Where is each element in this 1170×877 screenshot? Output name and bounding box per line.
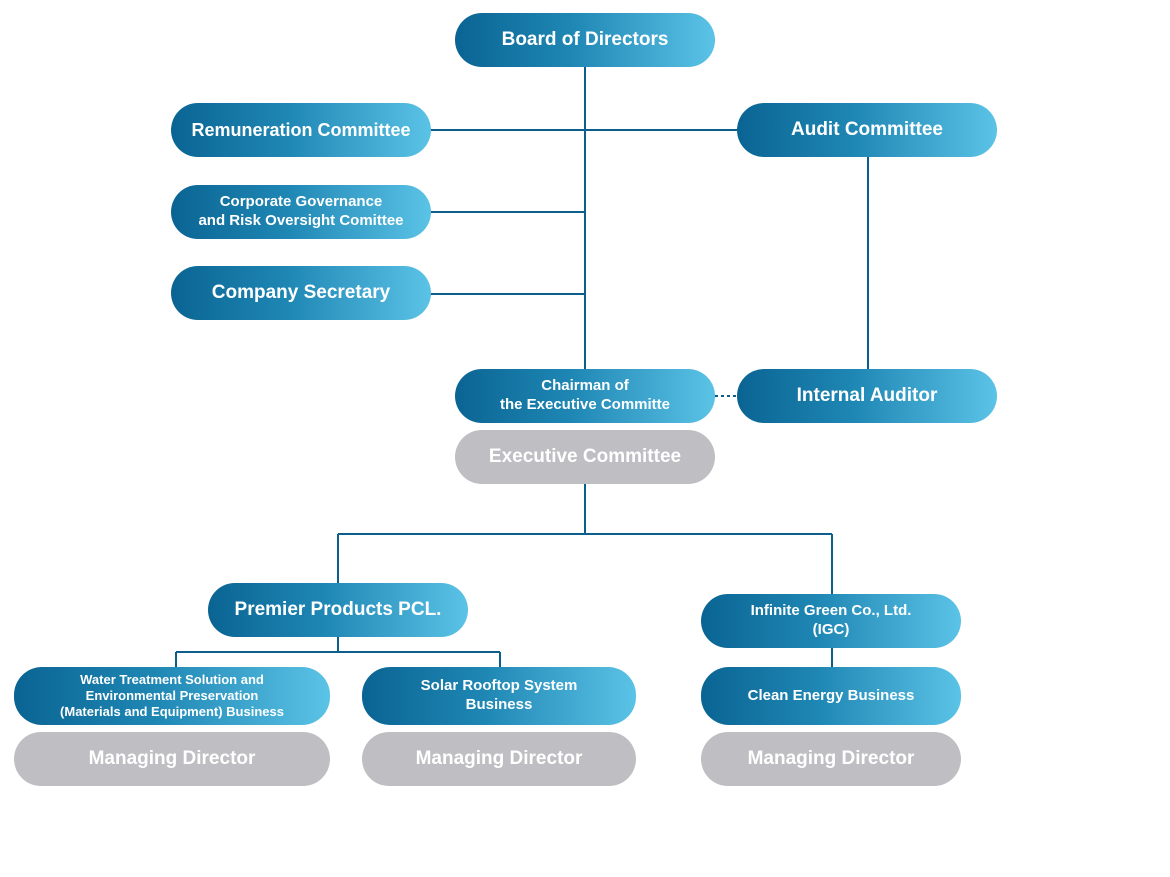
chairman-exec-label: Chairman of the Executive Committe: [499, 377, 671, 413]
managing-director-water-box: Managing Director: [14, 732, 330, 786]
executive-committee-box: Executive Committee: [455, 430, 715, 484]
infinite-green-box: Infinite Green Co., Ltd. (IGC): [701, 594, 961, 648]
clean-energy-box: Clean Energy Business: [701, 667, 961, 725]
audit-committee-box: Audit Committee: [737, 103, 997, 157]
premier-products-box: Premier Products PCL.: [208, 583, 468, 637]
solar-rooftop-box: Solar Rooftop System Business: [362, 667, 636, 725]
executive-committee-label: Executive Committee: [488, 446, 682, 468]
infinite-green-label: Infinite Green Co., Ltd. (IGC): [750, 602, 912, 638]
managing-director-water-label: Managing Director: [88, 748, 256, 770]
managing-director-solar-label: Managing Director: [415, 748, 583, 770]
water-treatment-label: Water Treatment Solution and Environment…: [60, 671, 284, 720]
premier-products-label: Premier Products PCL.: [234, 599, 442, 621]
governance-committee-box: Corporate Governance and Risk Oversight …: [171, 185, 431, 239]
audit-committee-label: Audit Committee: [791, 119, 943, 141]
water-treatment-box: Water Treatment Solution and Environment…: [14, 667, 330, 725]
clean-energy-label: Clean Energy Business: [747, 686, 915, 704]
remuneration-committee-box: Remuneration Committee: [171, 103, 431, 157]
company-secretary-box: Company Secretary: [171, 266, 431, 320]
solar-rooftop-label: Solar Rooftop System Business: [420, 677, 578, 713]
remuneration-committee-label: Remuneration Committee: [191, 119, 411, 140]
internal-auditor-label: Internal Auditor: [796, 385, 938, 407]
managing-director-solar-box: Managing Director: [362, 732, 636, 786]
managing-director-clean-box: Managing Director: [701, 732, 961, 786]
managing-director-clean-label: Managing Director: [747, 748, 915, 770]
governance-committee-label: Corporate Governance and Risk Oversight …: [198, 193, 404, 229]
chairman-exec-box: Chairman of the Executive Committe: [455, 369, 715, 423]
internal-auditor-box: Internal Auditor: [737, 369, 997, 423]
board-of-directors-label: Board of Directors: [501, 29, 669, 51]
board-of-directors-box: Board of Directors: [455, 13, 715, 67]
company-secretary-label: Company Secretary: [211, 282, 391, 304]
